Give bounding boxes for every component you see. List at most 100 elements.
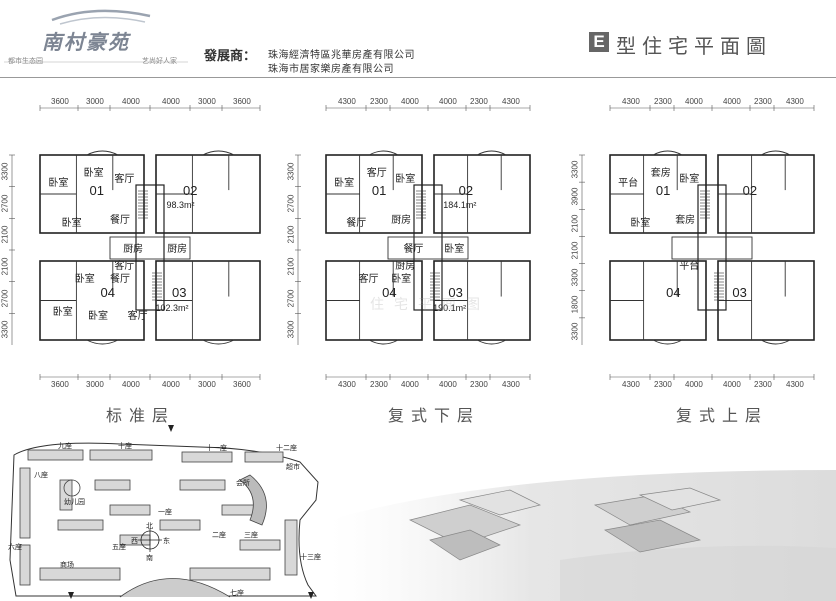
site-label: 十座 xyxy=(118,442,132,450)
room-label: 客厅 xyxy=(366,168,387,180)
room-label: 卧室 xyxy=(444,244,465,256)
service-core xyxy=(671,236,753,260)
clubhouse xyxy=(239,474,267,526)
plan-caption-duplex-upper: 复式上层 xyxy=(676,406,769,425)
dimension-label: 4000 xyxy=(162,380,180,389)
room-label: 厨房 xyxy=(123,244,144,256)
logo-left-tagline: 都市生态园 xyxy=(8,57,43,65)
dimension-label: 2300 xyxy=(370,380,388,389)
dimension-label: 4000 xyxy=(685,380,703,389)
building-1 xyxy=(109,504,151,516)
dimension-label: 4000 xyxy=(122,380,140,389)
stair-core xyxy=(135,184,165,311)
header-divider xyxy=(0,77,836,78)
dimension-label: 3000 xyxy=(198,97,216,106)
dimension-label: 4000 xyxy=(685,97,703,106)
building-10 xyxy=(89,449,153,461)
room-label: 平台 xyxy=(679,260,700,272)
room-label: 餐厅 xyxy=(403,244,424,256)
unit-number: 03 xyxy=(732,285,747,300)
unit-number: 01 xyxy=(371,183,387,198)
service-core xyxy=(387,236,469,260)
room-label: 客厅 xyxy=(114,260,135,272)
room-label: 厨房 xyxy=(395,260,416,272)
plaza-arc xyxy=(119,578,231,598)
building-7-row xyxy=(189,567,271,581)
unit-area: 184.1m² xyxy=(443,200,477,210)
room-label: 卧室 xyxy=(334,177,355,189)
dimension-label: 4000 xyxy=(162,97,180,106)
dimension-label: 3600 xyxy=(51,97,69,106)
dimension-label: 4000 xyxy=(439,380,457,389)
kindergarten xyxy=(63,479,81,497)
site-label: 三座 xyxy=(244,531,258,539)
dimension-label: 4000 xyxy=(401,97,419,106)
room-label: 卧室 xyxy=(83,168,104,180)
service-core xyxy=(109,236,191,260)
building-3 xyxy=(239,539,281,551)
compass-east: 东 xyxy=(163,537,170,545)
compass-south: 南 xyxy=(146,554,153,562)
logo-right-tagline: 艺尚好人家 xyxy=(142,57,177,65)
site-label: 十一座 xyxy=(206,444,227,452)
dimension-label: 4300 xyxy=(786,97,804,106)
dimension-label: 4000 xyxy=(439,97,457,106)
stair-core xyxy=(413,184,443,311)
dimension-label: 4300 xyxy=(338,380,356,389)
site-label: 八座 xyxy=(34,471,48,479)
room-label: 套房 xyxy=(675,214,696,226)
unit-number: 04 xyxy=(666,285,681,300)
type-badge: E xyxy=(589,32,609,52)
site-label: 二座 xyxy=(212,531,226,539)
floor-plan-0 xyxy=(9,105,261,380)
room-label: 客厅 xyxy=(127,310,148,322)
unit-area: 98.3m² xyxy=(166,200,195,210)
dimension-label: 4300 xyxy=(502,97,520,106)
building-8 xyxy=(19,467,31,539)
dimension-label: 3600 xyxy=(51,380,69,389)
room-label: 卧室 xyxy=(679,173,700,185)
unit-number: 03 xyxy=(448,285,463,300)
developer-line-2: 珠海市居家樂房產有限公司 xyxy=(268,64,394,75)
type-title: 型住宅平面圖 xyxy=(616,34,772,58)
unit-number: 04 xyxy=(100,285,115,300)
dimension-label: 4000 xyxy=(401,380,419,389)
site-label: 幼儿园 xyxy=(64,498,85,506)
room-label: 卧室 xyxy=(52,307,73,318)
site-label: 十三座 xyxy=(300,553,321,561)
room-label: 厨房 xyxy=(391,214,412,226)
dimension-label: 4000 xyxy=(723,380,741,389)
site-label: 七座 xyxy=(230,589,244,597)
logo-swoosh xyxy=(51,9,151,22)
site-label: 十二座 xyxy=(276,444,297,452)
room-label: 卧室 xyxy=(61,218,82,230)
dimension-label: 2300 xyxy=(754,380,772,389)
building-row-mid xyxy=(179,479,226,491)
room-label: 卧室 xyxy=(630,218,651,230)
room-label: 餐厅 xyxy=(346,218,367,230)
floor-plan-2 xyxy=(579,105,815,380)
dimension-label: 3000 xyxy=(86,380,104,389)
dimension-label: 2300 xyxy=(654,380,672,389)
unit-number: 02 xyxy=(183,183,198,198)
building-12 xyxy=(244,451,284,463)
dimension-label: 2300 xyxy=(470,97,488,106)
dimension-label: 2300 xyxy=(370,97,388,106)
dimension-label: 4000 xyxy=(723,97,741,106)
room-label: 餐厅 xyxy=(110,214,130,226)
compass-west: 西 xyxy=(131,537,138,545)
room-label: 卧室 xyxy=(74,273,95,285)
building-13 xyxy=(284,519,298,576)
dimension-label: 2300 xyxy=(470,380,488,389)
unit-number: 02 xyxy=(742,183,758,198)
dimension-label: 2300 xyxy=(654,97,672,106)
compass-north: 北 xyxy=(146,522,153,530)
dimension-label: 3000 xyxy=(198,380,216,389)
unit-area: 190.1m² xyxy=(433,303,467,313)
room-label: 客厅 xyxy=(358,273,379,285)
dimension-label: 4300 xyxy=(338,97,356,106)
